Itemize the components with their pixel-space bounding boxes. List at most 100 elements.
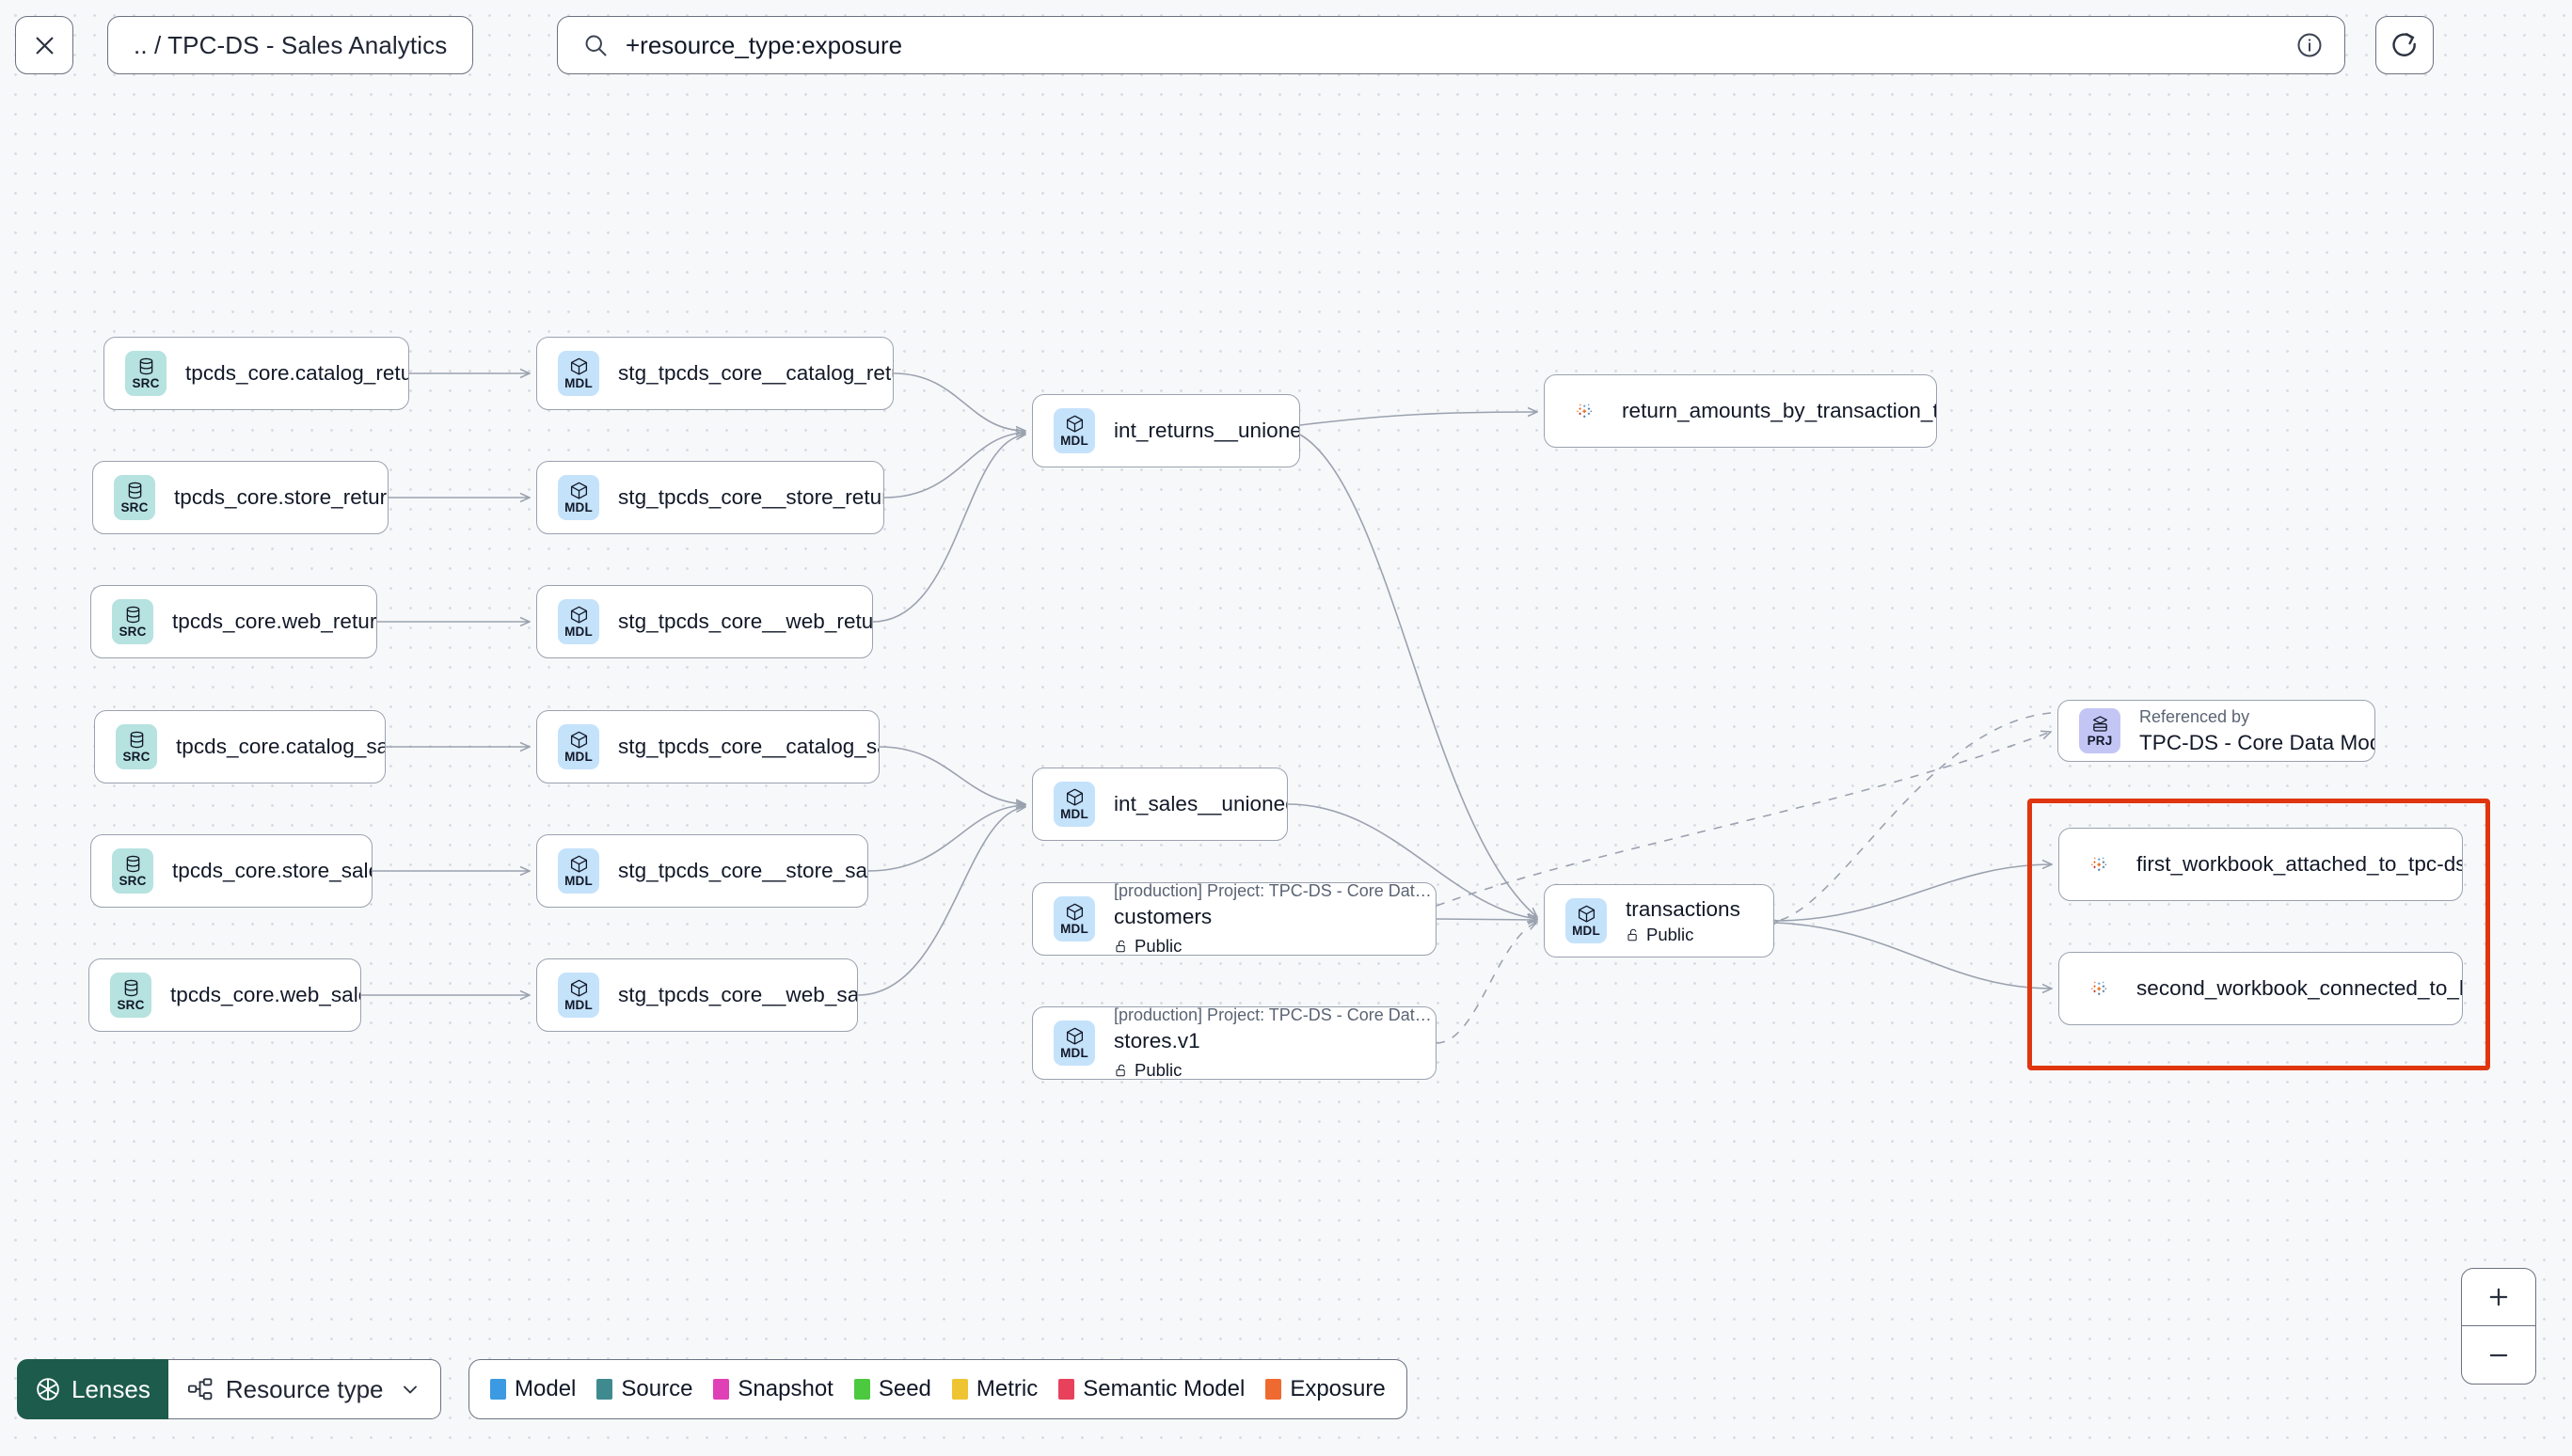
graph-node-return_amounts[interactable]: return_amounts_by_transaction_type [1544, 374, 1937, 448]
node-body: [production] Project: TPC-DS - Core Data… [1114, 881, 1436, 957]
refresh-button[interactable] [2375, 16, 2434, 74]
node-body: stg_tpcds_core__catalog_sales [618, 735, 879, 759]
search-bar[interactable]: +resource_type:exposure [557, 16, 2345, 74]
legend-item-model[interactable]: Model [490, 1376, 576, 1402]
legend-swatch [713, 1379, 730, 1400]
cube-icon [570, 855, 587, 873]
resource-type-dropdown[interactable]: Resource type [167, 1359, 441, 1419]
node-body: int_sales__unioned [1114, 792, 1287, 816]
node-subtitle: [production] Project: TPC-DS - Core Data… [1114, 1005, 1436, 1024]
node-title: stg_tpcds_core__catalog_returns [618, 361, 893, 385]
node-type-badge-tab [1565, 392, 1603, 430]
node-type-badge-src: SRC [125, 351, 167, 396]
node-type-badge-mdl: MDL [558, 848, 599, 894]
graph-node-src_catalog_returns[interactable]: SRC tpcds_core.catalog_returns [103, 337, 409, 410]
plus-icon [2489, 1288, 2508, 1306]
node-type-badge-label: SRC [120, 500, 149, 515]
top-toolbar: .. / TPC-DS - Sales Analytics +resource_… [0, 0, 2572, 110]
legend-swatch [596, 1379, 613, 1400]
search-input[interactable]: +resource_type:exposure [626, 30, 903, 59]
node-type-badge-label: MDL [1060, 807, 1088, 822]
unlock-icon [1116, 940, 1125, 953]
cube-icon [1066, 415, 1083, 433]
graph-node-stg_web_returns[interactable]: MDL stg_tpcds_core__web_returns [536, 585, 873, 658]
graph-node-customers[interactable]: MDL[production] Project: TPC-DS - Core D… [1032, 881, 1437, 957]
node-visibility: Public [1114, 936, 1436, 957]
lenses-button[interactable]: Lenses [17, 1359, 168, 1419]
graph-node-stg_store_sales[interactable]: MDL stg_tpcds_core__store_sales [536, 834, 868, 908]
node-title: second_workbook_connected_to_live… [2136, 976, 2462, 1000]
node-title: customers [1114, 905, 1213, 928]
node-title: tpcds_core.store_sales [172, 859, 372, 882]
node-title: stg_tpcds_core__web_sales [618, 983, 857, 1006]
legend-item-exposure[interactable]: Exposure [1265, 1376, 1386, 1402]
node-body: stg_tpcds_core__catalog_returns [618, 361, 893, 386]
hierarchy-icon [187, 1378, 213, 1401]
graph-node-src_store_sales[interactable]: SRC tpcds_core.store_sales [90, 834, 373, 908]
node-type-badge-label: MDL [1060, 434, 1088, 449]
node-type-badge-label: SRC [132, 376, 160, 391]
legend-swatch [1265, 1379, 1282, 1400]
breadcrumb[interactable]: .. / TPC-DS - Sales Analytics [107, 16, 474, 74]
node-title: stg_tpcds_core__store_sales [618, 859, 867, 882]
graph-node-stores_v1[interactable]: MDL[production] Project: TPC-DS - Core D… [1032, 1005, 1437, 1081]
node-type-badge-mdl: MDL [558, 351, 599, 396]
legend-item-snapshot[interactable]: Snapshot [713, 1376, 834, 1402]
database-icon [126, 607, 139, 624]
node-visibility-label: Public [1646, 924, 1694, 944]
node-title: tpcds_core.store_returns [174, 485, 388, 509]
database-icon [130, 732, 143, 749]
node-body: stg_tpcds_core__web_sales [618, 983, 857, 1007]
graph-node-int_returns_unioned[interactable]: MDL int_returns__unioned [1032, 394, 1300, 467]
node-type-badge-label: MDL [564, 750, 593, 765]
node-type-badge-src: SRC [112, 848, 153, 894]
graph-node-src_store_returns[interactable]: SRC tpcds_core.store_returns [92, 461, 389, 534]
node-visibility: Public [1114, 1060, 1436, 1081]
node-title: stg_tpcds_core__web_returns [618, 609, 872, 633]
chevron-down-icon [403, 1385, 417, 1394]
node-body: stg_tpcds_core__store_returns [618, 485, 883, 510]
legend-label: Snapshot [738, 1376, 834, 1401]
info-icon[interactable] [2295, 31, 2324, 59]
node-type-badge-label: MDL [564, 874, 593, 889]
node-title: stg_tpcds_core__catalog_sales [618, 735, 879, 758]
node-type-badge-label: MDL [1572, 924, 1600, 939]
legend-item-semantic-model[interactable]: Semantic Model [1058, 1376, 1245, 1402]
node-type-badge-prj: PRJ [2079, 708, 2120, 753]
node-title: tpcds_core.web_returns [172, 609, 376, 633]
graph-node-first_workbook[interactable]: first_workbook_attached_to_tpc-ds_-_… [2058, 828, 2463, 901]
close-button[interactable] [15, 16, 73, 74]
graph-node-stg_catalog_sales[interactable]: MDL stg_tpcds_core__catalog_sales [536, 710, 880, 783]
node-type-badge-label: SRC [122, 750, 151, 765]
node-type-badge-tab [2080, 970, 2118, 1007]
legend-item-metric[interactable]: Metric [951, 1376, 1038, 1402]
node-title: tpcds_core.catalog_sales [176, 735, 385, 758]
legend-item-source[interactable]: Source [596, 1376, 692, 1402]
node-subtitle: Referenced by [2139, 706, 2250, 726]
search-icon [585, 35, 607, 56]
node-body: int_returns__unioned [1114, 419, 1299, 443]
graph-node-src_catalog_sales[interactable]: SRC tpcds_core.catalog_sales [94, 710, 386, 783]
tableau-icon [2090, 981, 2106, 995]
node-visibility-label: Public [1135, 936, 1183, 956]
node-type-badge-mdl: MDL [558, 599, 599, 644]
zoom-controls [2461, 1268, 2536, 1385]
zoom-out-button[interactable] [2462, 1326, 2535, 1384]
legend-item-seed[interactable]: Seed [853, 1376, 931, 1402]
node-type-badge-mdl: MDL [558, 724, 599, 769]
graph-node-second_workbook[interactable]: second_workbook_connected_to_live… [2058, 952, 2463, 1025]
cube-icon [1066, 1027, 1083, 1045]
node-body: tpcds_core.catalog_returns [185, 361, 408, 386]
zoom-in-button[interactable] [2462, 1269, 2535, 1326]
graph-node-stg_catalog_returns[interactable]: MDL stg_tpcds_core__catalog_returns [536, 337, 894, 410]
legend-swatch [951, 1379, 968, 1400]
graph-node-int_sales_unioned[interactable]: MDL int_sales__unioned [1032, 768, 1288, 841]
node-title: first_workbook_attached_to_tpc-ds_-_… [2136, 852, 2462, 876]
lenses-toolbar: Lenses Resource type [17, 1359, 441, 1419]
